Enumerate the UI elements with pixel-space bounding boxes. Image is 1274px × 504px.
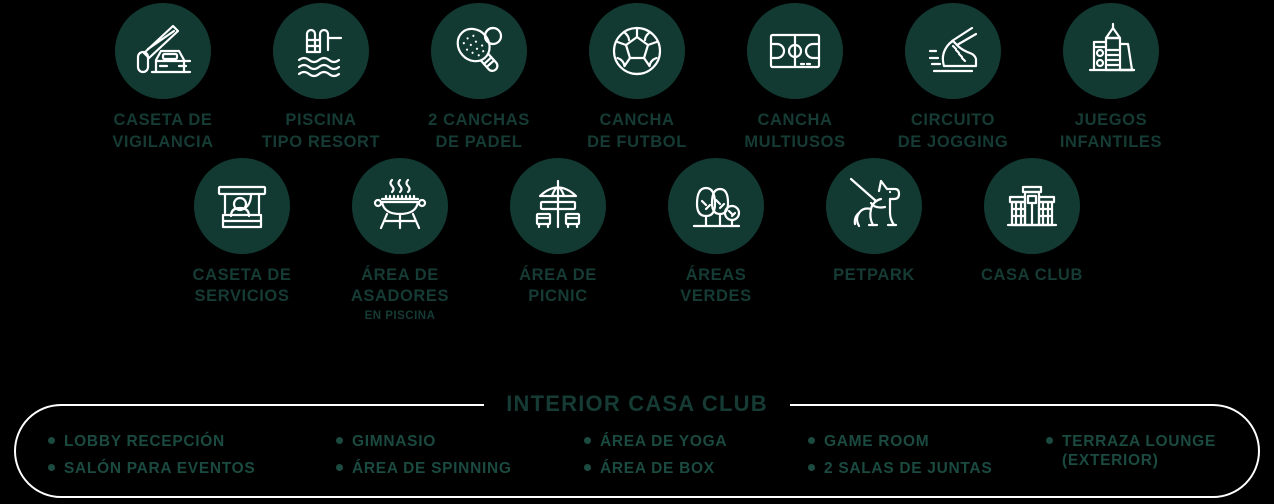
amenity-label: ÁREA DE PICNIC	[519, 265, 597, 306]
amenity-label: CASA CLUB	[981, 265, 1083, 284]
amenity-label: ÁREA DE ASADORES	[350, 265, 450, 306]
list-item: GIMNASIO	[336, 432, 584, 451]
list-item: SALÓN PARA EVENTOS	[48, 459, 336, 478]
list-item-label: LOBBY RECEPCIÓN	[64, 433, 225, 450]
panel-column-3: ÁREA DE YOGA ÁREA DE BOX	[584, 432, 808, 479]
bullet-dot-icon	[584, 464, 591, 472]
list-item-label: GIMNASIO	[352, 433, 436, 450]
amenity-areas-verdes[interactable]: ÁREAS VERDES	[637, 157, 795, 309]
sports-field-icon	[747, 3, 843, 99]
guard-gate-barrier-car-icon	[115, 3, 211, 99]
amenities-row-2: CASETA DE SERVICIOS ÁREA DE AS	[0, 154, 1274, 324]
amenity-area-de-asadores[interactable]: ÁREA DE ASADORES EN PISCINA	[321, 157, 479, 324]
bullet-dot-icon	[48, 464, 55, 472]
amenity-area-de-picnic[interactable]: ÁREA DE PICNIC	[479, 157, 637, 309]
service-booth-attendant-icon	[194, 157, 290, 254]
amenity-caseta-de-vigilancia[interactable]: CASETA DE VIGILANCIA	[84, 3, 242, 154]
list-item-label: ÁREA DE YOGA	[600, 433, 728, 450]
amenity-label: PETPARK	[833, 265, 915, 284]
playground-slide-icon	[1063, 3, 1159, 99]
clubhouse-building-icon	[984, 157, 1080, 254]
bbq-grill-icon	[352, 157, 448, 254]
amenity-label: 2 CANCHAS DE PADEL	[428, 111, 530, 151]
amenity-label: CIRCUITO DE JOGGING	[897, 111, 1009, 151]
amenity-petpark[interactable]: PETPARK	[795, 157, 953, 287]
soccer-ball-icon	[589, 3, 685, 99]
panel-column-4: GAME ROOM 2 SALAS DE JUNTAS	[808, 432, 1046, 479]
list-item: TERRAZA LOUNGE (EXTERIOR)	[1046, 432, 1216, 471]
list-item-label: SALÓN PARA EVENTOS	[64, 460, 256, 478]
amenities-row-1: CASETA DE VIGILANCIA PISCINA TIPO RESORT	[0, 0, 1274, 154]
amenity-juegos-infantiles[interactable]: JUEGOS INFANTILES	[1032, 3, 1190, 154]
amenity-circuito-de-jogging[interactable]: CIRCUITO DE JOGGING	[874, 3, 1032, 154]
amenity-label: JUEGOS INFANTILES	[1059, 111, 1163, 151]
list-item: GAME ROOM	[808, 432, 1046, 451]
swimming-pool-ladder-waves-icon	[273, 3, 369, 99]
picnic-table-umbrella-icon	[510, 157, 606, 254]
bullet-dot-icon	[808, 464, 815, 472]
amenity-casa-club[interactable]: CASA CLUB	[953, 157, 1111, 287]
panel-column-1: LOBBY RECEPCIÓN SALÓN PARA EVENTOS	[48, 432, 336, 479]
bullet-dot-icon	[336, 464, 343, 472]
padel-racket-ball-icon	[431, 3, 527, 99]
list-item: 2 SALAS DE JUNTAS	[808, 459, 1046, 478]
amenity-label: CASETA DE SERVICIOS	[192, 265, 292, 306]
amenity-label: PISCINA TIPO RESORT	[261, 111, 381, 151]
bullet-dot-icon	[336, 437, 343, 444]
list-item-label: TERRAZA LOUNGE (EXTERIOR)	[1062, 433, 1216, 470]
bullet-dot-icon	[48, 437, 55, 444]
amenity-label: CASETA DE VIGILANCIA	[112, 111, 214, 151]
list-item: ÁREA DE YOGA	[584, 432, 808, 451]
dog-leash-icon	[826, 157, 922, 254]
list-item-label: GAME ROOM	[824, 433, 930, 450]
amenity-label: CANCHA MULTIUSOS	[744, 111, 846, 151]
bullet-dot-icon	[1046, 437, 1053, 444]
trees-green-area-icon	[668, 157, 764, 254]
amenity-cancha-de-futbol[interactable]: CANCHA DE FUTBOL	[558, 3, 716, 154]
amenity-label: ÁREAS VERDES	[680, 265, 752, 306]
list-item: ÁREA DE SPINNING	[336, 459, 584, 478]
bullet-dot-icon	[808, 437, 815, 444]
list-item: ÁREA DE BOX	[584, 459, 808, 478]
panel-columns: LOBBY RECEPCIÓN SALÓN PARA EVENTOS GIMNA…	[48, 432, 1240, 479]
panel-column-2: GIMNASIO ÁREA DE SPINNING	[336, 432, 584, 479]
running-shoe-icon	[905, 3, 1001, 99]
amenity-cancha-multiusos[interactable]: CANCHA MULTIUSOS	[716, 3, 874, 154]
interior-casa-club-panel: INTERIOR CASA CLUB LOBBY RECEPCIÓN SALÓN…	[14, 391, 1260, 498]
amenity-2-canchas-de-padel[interactable]: 2 CANCHAS DE PADEL	[400, 3, 558, 154]
panel-column-5: TERRAZA LOUNGE (EXTERIOR)	[1046, 432, 1216, 471]
list-item-label: ÁREA DE BOX	[600, 460, 715, 478]
list-item: LOBBY RECEPCIÓN	[48, 432, 336, 451]
list-item-label: ÁREA DE SPINNING	[352, 460, 512, 478]
amenity-sublabel: EN PISCINA	[364, 310, 436, 323]
amenities-section: CASETA DE VIGILANCIA PISCINA TIPO RESORT	[0, 0, 1274, 324]
amenity-caseta-de-servicios[interactable]: CASETA DE SERVICIOS	[163, 157, 321, 309]
amenity-piscina-tipo-resort[interactable]: PISCINA TIPO RESORT	[242, 3, 400, 154]
list-item-label: 2 SALAS DE JUNTAS	[824, 460, 993, 478]
bullet-dot-icon	[584, 437, 591, 444]
amenity-label: CANCHA DE FUTBOL	[587, 111, 687, 151]
